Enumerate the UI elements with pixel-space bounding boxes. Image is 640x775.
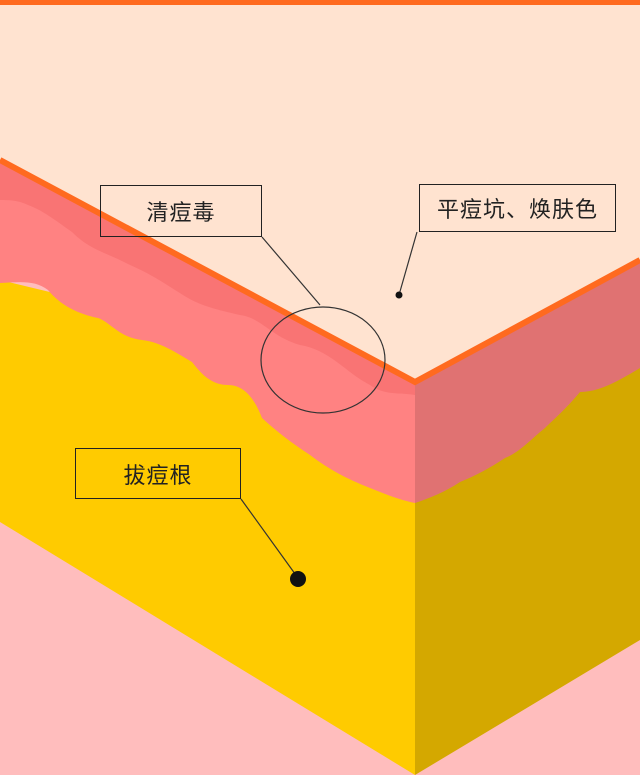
root-marker-dot	[290, 571, 306, 587]
surface-layer	[0, 0, 640, 382]
top-border	[0, 0, 640, 5]
leader-line-toxin	[261, 236, 321, 306]
leader-line-pits	[398, 231, 418, 296]
label-pull-root: 拔痘根	[75, 448, 241, 499]
surface-ridge-line	[0, 157, 640, 386]
pits-marker-dot	[395, 291, 403, 299]
leader-line-root	[240, 498, 299, 579]
label-remove-toxin: 清痘毒	[100, 185, 262, 237]
highlight-circle	[260, 306, 386, 414]
skin-layer-side	[415, 260, 640, 503]
label-smooth-pits: 平痘坑、焕肤色	[419, 184, 616, 232]
